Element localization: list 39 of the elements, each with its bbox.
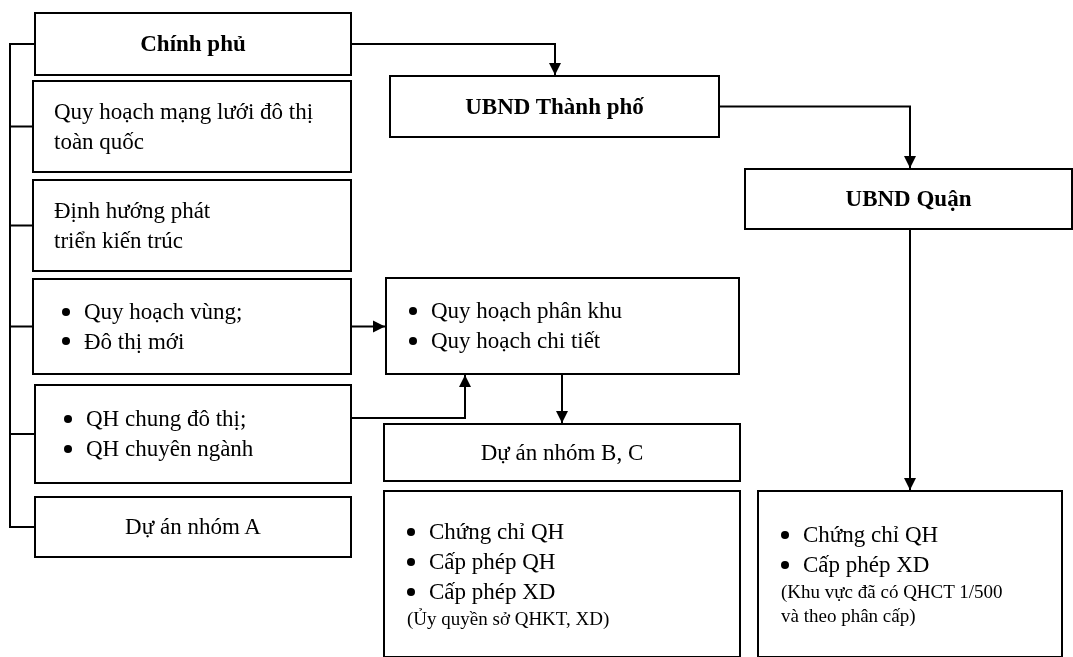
process-box: [385, 277, 740, 375]
list-item: Quy hoạch vùng;: [84, 297, 243, 326]
process-box: [383, 423, 741, 482]
list-item: QH chung đô thị;: [86, 405, 247, 434]
process-box: [34, 12, 352, 76]
process-box: [32, 278, 352, 375]
box-text: Quy hoạch mạng lưới đô thị toàn quốc: [54, 97, 315, 156]
process-box: [32, 80, 352, 173]
list-item: Cấp phép XD: [429, 578, 556, 607]
box-title: UBND Thành phố: [465, 92, 644, 121]
arrow: [351, 320, 386, 333]
arrow: [351, 374, 471, 419]
list-item: Chứng chỉ QH: [429, 518, 565, 547]
box-title: Chính phủ: [140, 30, 246, 59]
list-item: Cấp phép QH: [429, 548, 556, 577]
process-box: [389, 75, 720, 138]
process-box: [34, 384, 352, 484]
connector-line: [9, 43, 35, 528]
list-item: Quy hoạch chi tiết: [431, 327, 601, 355]
process-box: [744, 168, 1073, 230]
box-text: Định hướng phát triển kiến trúc: [54, 196, 212, 255]
process-box: [383, 490, 741, 657]
process-box: [757, 490, 1063, 657]
box-title: UBND Quận: [845, 185, 972, 214]
process-box: [34, 496, 352, 558]
note-text: (Ủy quyền sở QHKT, XD): [407, 606, 610, 631]
note-text: (Khu vực đã có QHCT 1/500 và theo phân cấp): [781, 580, 1004, 628]
arrow: [556, 374, 568, 424]
arrow: [351, 43, 561, 76]
list-item: Đô thị mới: [84, 327, 185, 356]
list-item: Cấp phép XD: [803, 551, 930, 580]
arrow: [719, 105, 916, 169]
process-box: [32, 179, 352, 272]
box-text: Dự án nhóm B, C: [480, 438, 644, 467]
list-item: Chứng chỉ QH: [803, 521, 939, 550]
box-text: Dự án nhóm A: [125, 513, 261, 542]
list-item: QH chuyên ngành: [86, 435, 254, 463]
list-item: Quy hoạch phân khu: [431, 297, 622, 326]
arrow: [904, 229, 916, 491]
